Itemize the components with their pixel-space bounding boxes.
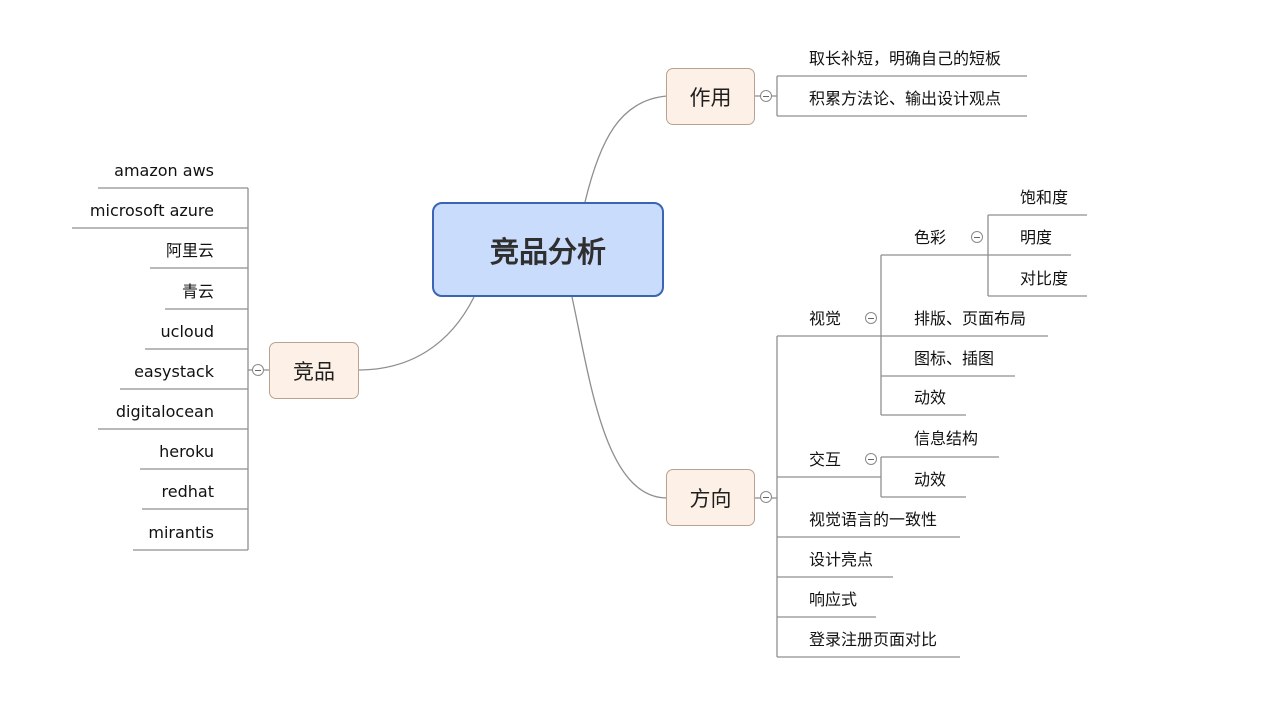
topic-direction[interactable]: 方向 (666, 469, 755, 526)
direction-item[interactable]: 响应式 (809, 590, 858, 609)
central-topic[interactable]: 竞品分析 (432, 202, 664, 297)
visual-item[interactable]: 图标、插图 (914, 349, 995, 368)
interaction-item[interactable]: 动效 (914, 470, 947, 489)
collapse-visual-icon[interactable] (865, 312, 877, 324)
connector-central-usage (584, 95, 668, 203)
collapse-color-icon[interactable] (971, 231, 983, 243)
collapse-interaction-icon[interactable] (865, 453, 877, 465)
visual-color[interactable]: 色彩 (914, 228, 947, 247)
direction-interaction[interactable]: 交互 (809, 450, 842, 469)
topic-usage[interactable]: 作用 (666, 68, 755, 125)
competitor-item[interactable]: amazon aws (114, 161, 214, 180)
collapse-direction-icon[interactable] (760, 491, 772, 503)
topic-competitors[interactable]: 竞品 (269, 342, 359, 399)
usage-item[interactable]: 积累方法论、输出设计观点 (809, 89, 1002, 108)
visual-item[interactable]: 动效 (914, 388, 947, 407)
direction-visual[interactable]: 视觉 (809, 309, 842, 328)
color-item[interactable]: 饱和度 (1020, 188, 1069, 207)
competitor-item[interactable]: ucloud (160, 322, 214, 341)
usage-item[interactable]: 取长补短，明确自己的短板 (809, 49, 1002, 68)
color-item[interactable]: 明度 (1020, 228, 1053, 247)
connector-central-competitors (357, 296, 475, 371)
competitor-item[interactable]: microsoft azure (89, 201, 214, 220)
competitor-item[interactable]: 阿里云 (165, 241, 214, 260)
competitor-item[interactable]: heroku (159, 442, 214, 461)
competitor-item[interactable]: digitalocean (115, 402, 214, 421)
connector-central-direction (571, 296, 668, 499)
competitor-item[interactable]: redhat (161, 482, 214, 501)
collapse-competitors-icon[interactable] (252, 364, 264, 376)
interaction-item[interactable]: 信息结构 (914, 429, 979, 448)
color-item[interactable]: 对比度 (1020, 269, 1069, 288)
collapse-usage-icon[interactable] (760, 90, 772, 102)
visual-item[interactable]: 排版、页面布局 (914, 309, 1027, 328)
direction-item[interactable]: 登录注册页面对比 (809, 630, 938, 649)
competitor-item[interactable]: mirantis (148, 523, 214, 542)
competitor-item[interactable]: easystack (134, 362, 214, 381)
direction-item[interactable]: 视觉语言的一致性 (809, 510, 938, 529)
direction-item[interactable]: 设计亮点 (809, 550, 874, 569)
competitor-item[interactable]: 青云 (181, 282, 214, 301)
